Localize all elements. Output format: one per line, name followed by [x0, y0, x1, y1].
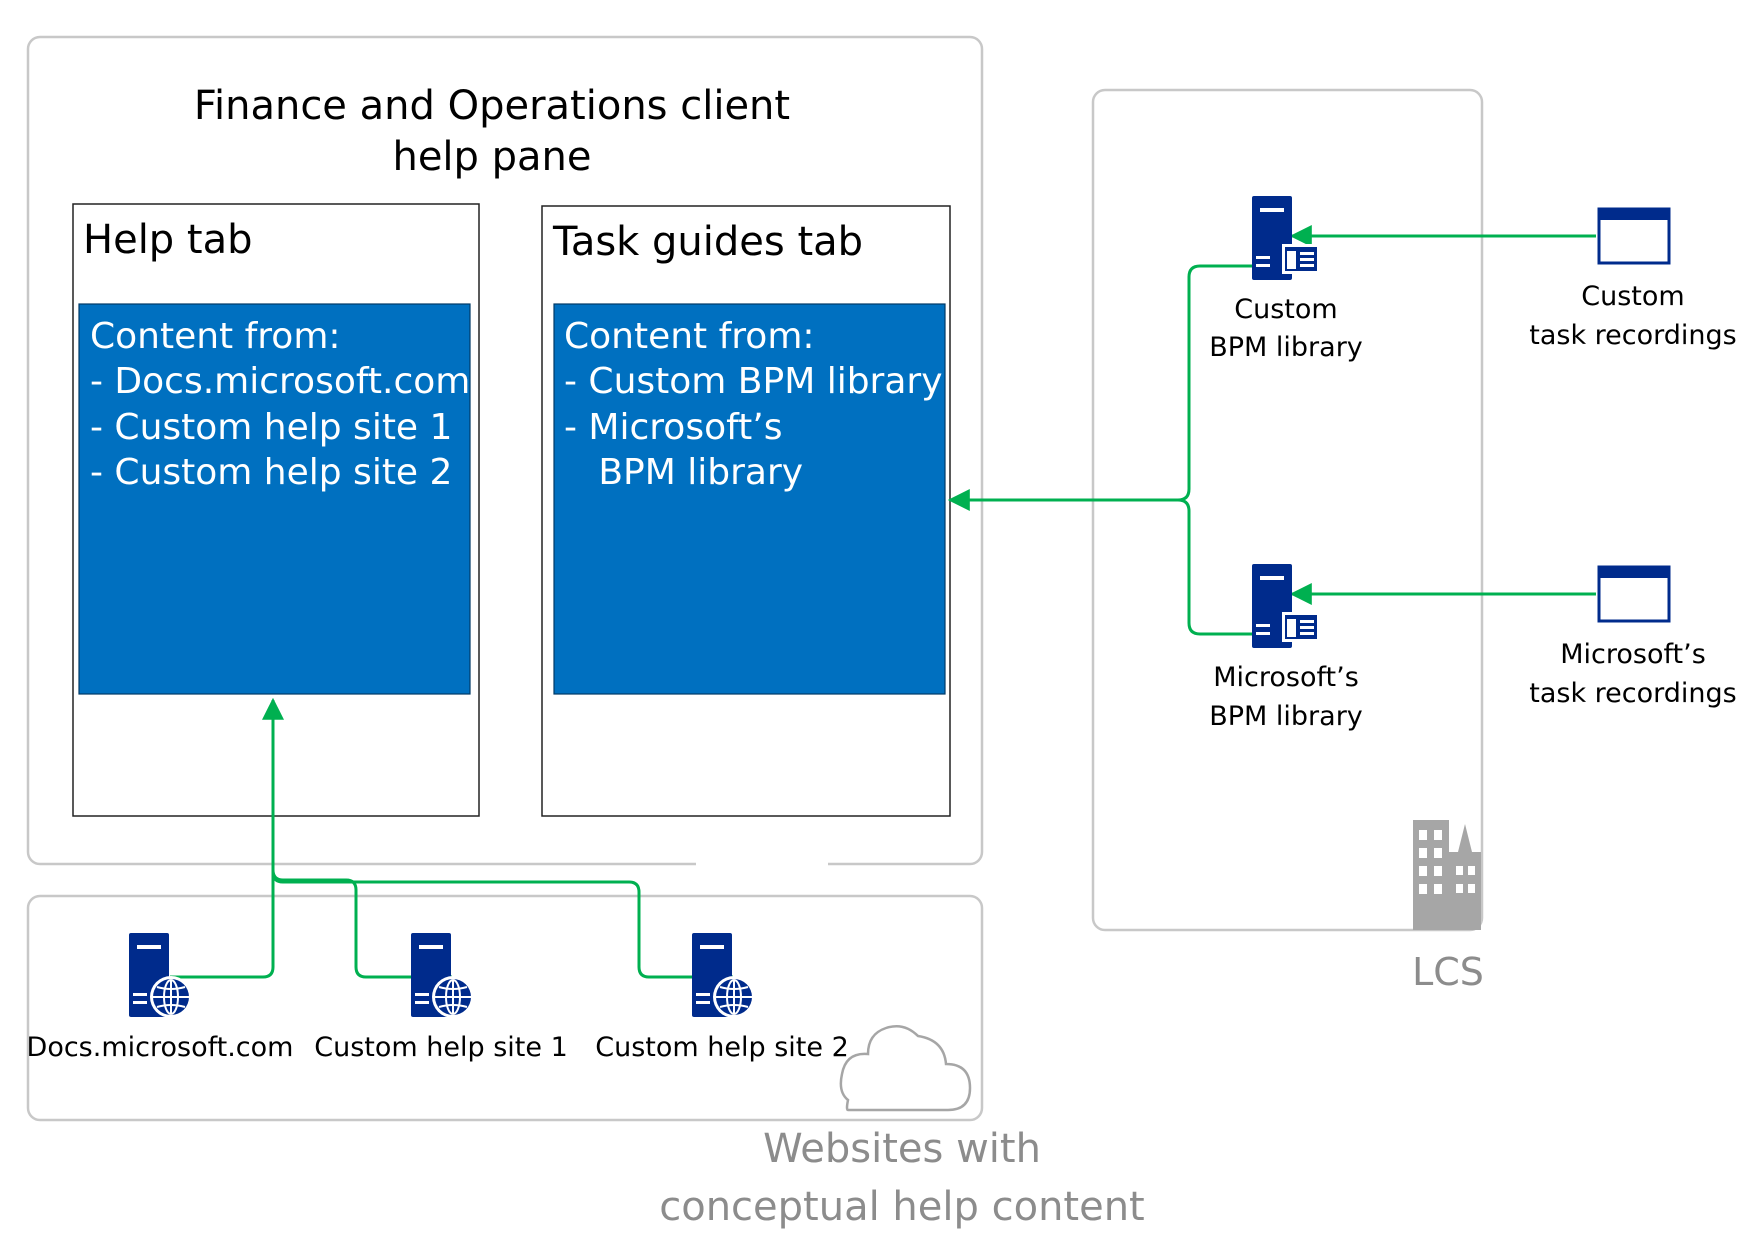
task-guides-content-line: Content from: [564, 316, 815, 357]
custom-bpm-label: Custom [1234, 294, 1337, 325]
help-tab-content-box [78, 303, 471, 695]
websites-label: Websites with [763, 1126, 1041, 1172]
window-icon [1597, 565, 1671, 623]
task-guides-content-line: - Microsoft’s [564, 407, 782, 448]
task-guides-content-line: - Custom BPM library [564, 361, 943, 402]
building-icon [1413, 820, 1481, 930]
custom-bpm-label-2: BPM library [1209, 332, 1363, 363]
help-content-line: - Docs.microsoft.com [90, 361, 470, 402]
ms-recordings-label: Microsoft’s [1560, 639, 1706, 670]
connector-ms-bpm-to-task-guides [1177, 498, 1258, 636]
custom-recordings-label-2: task recordings [1529, 320, 1736, 351]
help-content-line: - Custom help site 2 [90, 452, 452, 493]
connector-docs-to-help [170, 697, 284, 979]
ms-recordings-label-2: task recordings [1529, 678, 1736, 709]
custom-recordings-label: Custom [1581, 281, 1684, 312]
help-tab-title: Help tab [83, 217, 253, 263]
site-label-custom-2: Custom help site 2 [595, 1032, 849, 1063]
lcs-label: LCS [1412, 950, 1484, 994]
websites-region [26, 894, 984, 1122]
websites-label-2: conceptual help content [659, 1184, 1145, 1230]
site-label-custom-1: Custom help site 1 [314, 1032, 568, 1063]
cloud-icon [839, 1025, 972, 1112]
ms-bpm-label-2: BPM library [1209, 701, 1363, 732]
connector-site2-to-help [271, 871, 733, 979]
help-content-line: - Custom help site 1 [90, 407, 452, 448]
help-content-line: Content from: [90, 316, 341, 357]
help-pane-title: Finance and Operations client [194, 83, 790, 129]
task-guides-content-box [553, 303, 946, 695]
task-guides-content-line: BPM library [564, 452, 803, 493]
site-label-docs: Docs.microsoft.com [27, 1032, 294, 1063]
ms-bpm-label: Microsoft’s [1213, 662, 1359, 693]
window-icon [1597, 207, 1671, 265]
task-guides-tab-title: Task guides tab [552, 219, 863, 265]
help-pane-title-2: help pane [392, 134, 591, 180]
